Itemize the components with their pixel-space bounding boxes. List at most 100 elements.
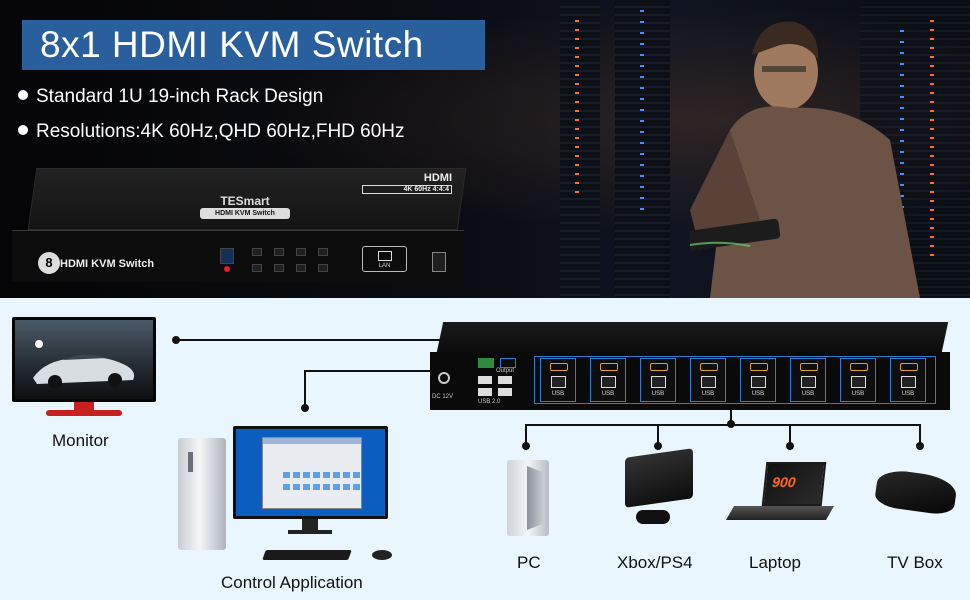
port-button [318,248,328,256]
device-brand: TESmart HDMI KVM Switch [200,195,290,219]
input-port-group: USB [590,358,626,402]
page-title: 8x1 HDMI KVM Switch [40,24,424,65]
usb-port-icon [851,376,866,388]
hdmi-spec: 4K 60Hz 4:4:4 [362,185,452,194]
mouse-icon [372,550,392,560]
connector-dot-icon [172,336,180,344]
desktop-screen [236,429,385,516]
usb-port-icon [478,388,492,396]
laptop-screen-text: 900 [771,474,797,490]
console-label: Xbox/PS4 [617,553,693,572]
monitor-dot-icon [35,340,43,348]
app-port-button [293,472,300,478]
app-port-button [283,472,290,478]
lan-port: LAN [362,246,407,272]
port-button [296,264,306,272]
input-port-group: USB [540,358,576,402]
car-icon [33,354,135,389]
usb-port-icon [551,376,566,388]
usb-label: USB [851,391,865,397]
hdmi-port-icon [800,363,818,371]
monitor-stand [302,519,318,531]
usb-port-icon [801,376,816,388]
output-cable [657,424,659,446]
dc-label: DC 12V [432,394,454,400]
usb-port-icon [701,376,716,388]
display-icon [220,248,234,264]
usb-label: USB [901,391,915,397]
rack-leds [900,30,904,250]
usb-port-icon [651,376,666,388]
laptop-keyboard [725,506,835,520]
port-button [296,248,306,256]
input-port-group: USB [690,358,726,402]
server-rack [560,0,600,298]
input-port-group: USB [740,358,776,402]
pc-label: PC [517,553,541,572]
laptop-screen: 900 [761,462,827,506]
power-switch-icon [432,252,446,272]
connector-dot-icon [301,404,309,412]
lan-label: LAN [378,263,391,269]
control-app-window [262,437,362,509]
gamepad-icon [636,510,670,524]
hdmi-port-icon [650,363,668,371]
rack-leds [640,10,644,210]
control-pc-tower [178,438,226,550]
usb-port-icon [751,376,766,388]
hdmi-port-icon [600,363,618,371]
monitor-screen [15,320,153,399]
front-label: HDMI KVM Switch [60,258,155,270]
app-port-button [303,484,310,490]
laptop-label: Laptop [749,553,801,572]
usb-port-icon [498,388,512,396]
usb-label: USB [551,391,565,397]
person-illustration [690,21,920,298]
keyboard-icon [262,550,352,560]
tv-box-image [873,467,959,517]
app-port-button [353,484,360,490]
dc-jack-icon [438,372,450,384]
input-port-group: USB [640,358,676,402]
rack-leds [930,20,934,260]
control-monitor [233,426,388,519]
port-button [274,264,284,272]
usb-label: USB [801,391,815,397]
output-cable [730,410,732,426]
input-port-panel [534,356,936,404]
hdmi-port-icon [750,363,768,371]
connector-dot-icon [786,442,794,450]
app-port-button [343,472,350,478]
app-port-button [283,484,290,490]
usb-label: USB [701,391,715,397]
terminal-block-icon [478,358,494,368]
monitor-cable [176,339,506,341]
monitor-label: Monitor [52,431,109,450]
usb-port-icon [901,376,916,388]
control-cable [304,370,474,372]
control-cable [304,370,306,408]
usb-label: USB [601,391,615,397]
feature-bullet: Standard 1U 19-inch Rack Design [18,86,323,108]
monitor-stand [74,402,94,410]
output-label: Output [496,368,515,374]
usb-port-icon [601,376,616,388]
output-cable [789,424,791,446]
ethernet-icon [378,251,392,261]
usb-port-icon [498,376,512,384]
connector-dot-icon [916,442,924,450]
usb-label: USB 2.0 [478,399,501,405]
feature-bullet: Resolutions:4K 60Hz,QHD 60Hz,FHD 60Hz [18,121,405,143]
app-port-button [313,484,320,490]
app-port-button [353,472,360,478]
tower-panel [527,466,543,530]
input-port-group: USB [890,358,926,402]
hdmi-output-port [500,358,516,368]
input-port-group: USB [840,358,876,402]
device-top [436,322,949,352]
hdmi-port-icon [700,363,718,371]
status-led-icon [224,266,230,272]
monitor-base [288,530,332,534]
device-front-face [12,230,464,282]
